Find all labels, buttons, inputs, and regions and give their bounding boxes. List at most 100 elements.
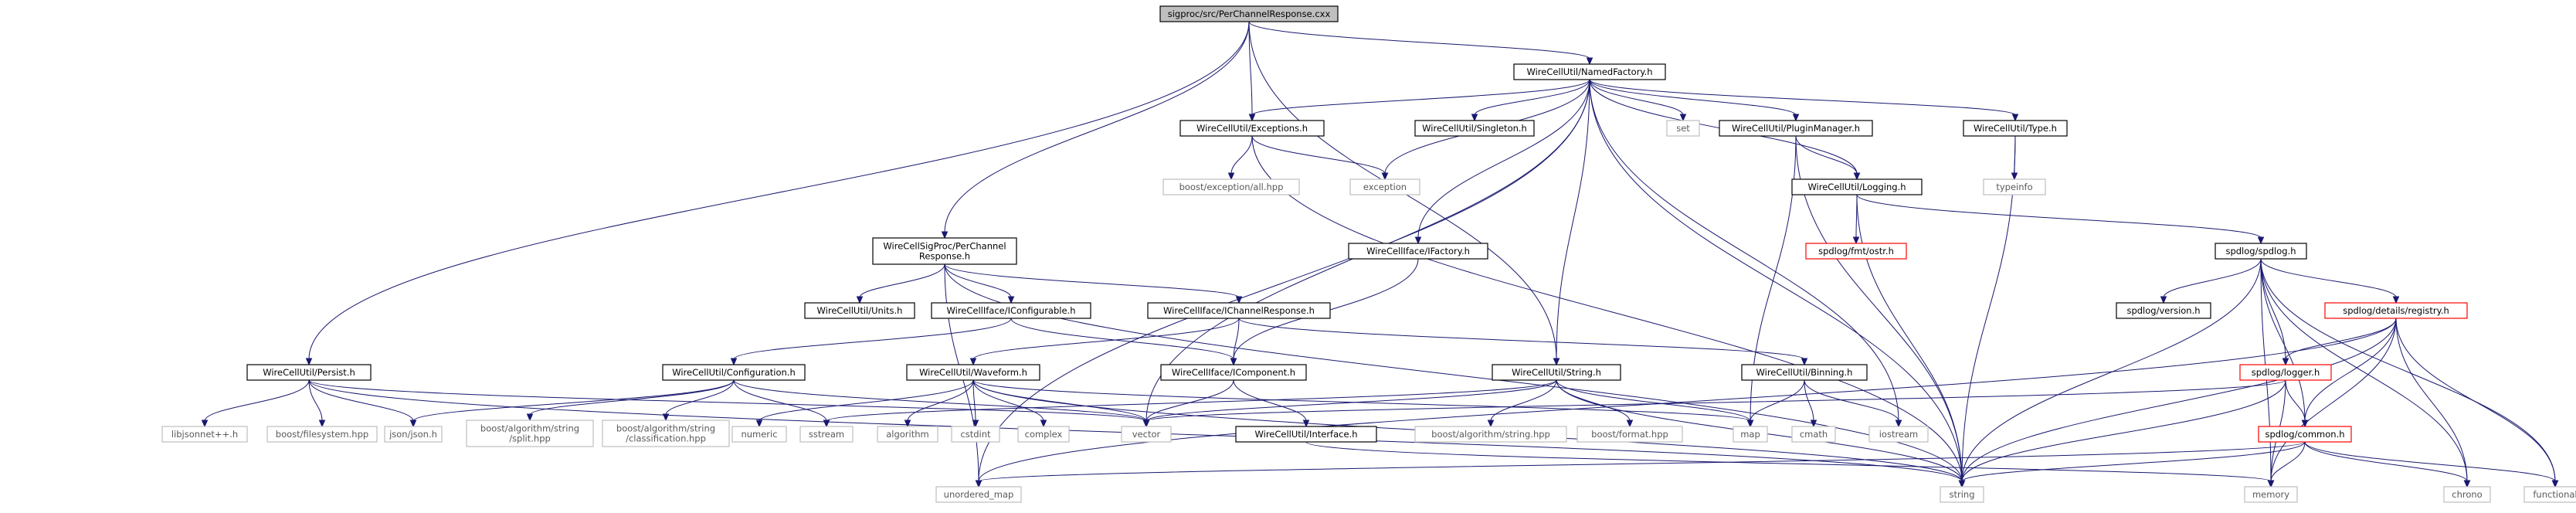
node-iostream[interactable]: iostream xyxy=(1868,426,1929,443)
node-ifactory[interactable]: WireCellIface/IFactory.h xyxy=(1348,243,1488,260)
node-label: WireCellIface/IFactory.h xyxy=(1366,246,1470,256)
node-memory[interactable]: memory xyxy=(2244,486,2298,503)
edge-namedfactory-to-exceptions xyxy=(1248,79,1590,122)
node-sstream[interactable]: sstream xyxy=(799,426,854,443)
node-boostclassification[interactable]: boost/algorithm/string/classification.hp… xyxy=(602,420,730,447)
node-iface[interactable]: WireCellUtil/Interface.h xyxy=(1235,426,1377,443)
node-fmtostr[interactable]: spdlog/fmt/ostr.h xyxy=(1805,243,1907,260)
node-box xyxy=(1791,426,1836,443)
node-label: boost/algorithm/string xyxy=(480,423,579,434)
node-string-h[interactable]: WireCellUtil/String.h xyxy=(1492,364,1621,381)
node-cmath[interactable]: cmath xyxy=(1791,426,1836,443)
edge-namedfactory-to-unordered_map xyxy=(975,79,1590,488)
node-label: libjsonnet++.h xyxy=(171,429,238,440)
node-label: iostream xyxy=(1879,429,1919,440)
edge-ichannelresponse-to-binning xyxy=(1238,318,1808,366)
node-spdlog[interactable]: spdlog/spdlog.h xyxy=(2215,243,2307,260)
edge-logging-to-string xyxy=(1856,194,1966,488)
edge-namedfactory-to-singleton xyxy=(1471,79,1590,122)
node-label: sstream xyxy=(809,429,844,440)
node-label: vector xyxy=(1132,429,1161,440)
node-label: Response.h xyxy=(919,251,970,262)
node-cstdint[interactable]: cstdint xyxy=(951,426,1000,443)
node-algorithm[interactable]: algorithm xyxy=(877,426,938,443)
node-units[interactable]: WireCellUtil/Units.h xyxy=(804,302,915,319)
edge-string_h-to-sstream xyxy=(823,379,1557,428)
edge-iconfigurable-to-icomponent xyxy=(1010,318,1237,366)
node-waveform[interactable]: WireCellUtil/Waveform.h xyxy=(906,364,1040,381)
node-label: functional xyxy=(2533,489,2576,500)
node-box xyxy=(1963,120,2068,137)
edge-spdlog-to-string xyxy=(1958,258,2262,488)
node-persist[interactable]: WireCellUtil/Persist.h xyxy=(246,364,372,381)
node-map[interactable]: map xyxy=(1733,426,1768,443)
node-common[interactable]: spdlog/common.h xyxy=(2258,426,2352,443)
edge-registry-to-logger xyxy=(2282,318,2397,366)
node-string[interactable]: string xyxy=(1940,486,1984,503)
node-label: /classification.hpp xyxy=(626,433,706,444)
node-label: boost/exception/all.hpp xyxy=(1179,182,1284,192)
node-label: WireCellUtil/Singleton.h xyxy=(1422,123,1527,134)
edge-registry-to-memory xyxy=(2267,318,2397,488)
edge-sigprocpcr-to-units xyxy=(856,263,945,304)
edge-ichannelresponse-to-waveform xyxy=(969,318,1240,366)
node-chrono[interactable]: chrono xyxy=(2443,486,2491,503)
node-box xyxy=(731,426,787,443)
node-registry[interactable]: spdlog/details/registry.h xyxy=(2324,302,2468,319)
node-label: WireCellIface/IConfigurable.h xyxy=(947,305,1076,316)
edge-root-to-persist xyxy=(305,21,1250,366)
node-exception[interactable]: exception xyxy=(1349,178,1420,195)
node-numeric[interactable]: numeric xyxy=(731,426,787,443)
node-jsonjson[interactable]: json/json.h xyxy=(384,426,443,443)
node-boostalgostring[interactable]: boost/algorithm/string.hpp xyxy=(1414,426,1567,443)
edge-persist-to-libjsonnet xyxy=(201,379,310,428)
node-box xyxy=(1179,120,1325,137)
node-label: set xyxy=(1676,123,1690,134)
edge-configuration-to-jsonjson xyxy=(409,379,735,428)
node-typeinfo[interactable]: typeinfo xyxy=(1983,178,2046,195)
node-boostformat[interactable]: boost/format.hpp xyxy=(1576,426,1683,443)
node-vector[interactable]: vector xyxy=(1121,426,1172,443)
node-complex[interactable]: complex xyxy=(1017,426,1070,443)
node-ichannelresponse[interactable]: WireCellIface/IChannelResponse.h xyxy=(1147,302,1331,319)
node-box xyxy=(1940,486,1984,503)
node-type[interactable]: WireCellUtil/Type.h xyxy=(1963,120,2068,137)
edge-common-to-functional xyxy=(2304,441,2559,488)
node-namedfactory[interactable]: WireCellUtil/NamedFactory.h xyxy=(1513,63,1666,80)
node-unordered-map[interactable]: unordered_map xyxy=(935,486,1022,503)
edge-common-to-memory xyxy=(2267,441,2306,488)
node-set[interactable]: set xyxy=(1666,120,1700,137)
node-libjsonnet[interactable]: libjsonnet++.h xyxy=(161,426,248,443)
node-logging[interactable]: WireCellUtil/Logging.h xyxy=(1791,178,1923,195)
node-version[interactable]: spdlog/version.h xyxy=(2116,302,2211,319)
edge-namedfactory-to-string_h xyxy=(1553,79,1590,366)
node-box xyxy=(1159,5,1339,22)
node-iconfigurable[interactable]: WireCellIface/IConfigurable.h xyxy=(931,302,1091,319)
node-sigprocpcr[interactable]: WireCellSigProc/PerChannelResponse.h xyxy=(872,237,1017,265)
node-box xyxy=(799,426,854,443)
edge-binning-to-iostream xyxy=(1804,379,1902,428)
edge-logger-to-vector xyxy=(1142,379,2286,428)
node-pluginmanager[interactable]: WireCellUtil/PluginManager.h xyxy=(1719,120,1873,137)
node-box xyxy=(602,420,730,447)
node-boostexception[interactable]: boost/exception/all.hpp xyxy=(1162,178,1300,195)
node-label: memory xyxy=(2252,489,2289,500)
node-box xyxy=(662,364,806,381)
node-binning[interactable]: WireCellUtil/Binning.h xyxy=(1741,364,1868,381)
node-box xyxy=(931,302,1091,319)
node-label: WireCellUtil/Logging.h xyxy=(1807,182,1906,192)
node-box xyxy=(1121,426,1172,443)
node-icomponent[interactable]: WireCellIface/IComponent.h xyxy=(1160,364,1307,381)
node-root[interactable]: sigproc/src/PerChannelResponse.cxx xyxy=(1159,5,1339,22)
node-exceptions[interactable]: WireCellUtil/Exceptions.h xyxy=(1179,120,1325,137)
edge-registry-to-functional xyxy=(2395,318,2559,488)
node-boostfilesystem[interactable]: boost/filesystem.hpp xyxy=(266,426,378,443)
node-label: WireCellUtil/Persist.h xyxy=(263,367,355,378)
node-logger[interactable]: spdlog/logger.h xyxy=(2239,364,2332,381)
node-boostsplit[interactable]: boost/algorithm/string/split.hpp xyxy=(466,420,594,447)
node-configuration[interactable]: WireCellUtil/Configuration.h xyxy=(662,364,806,381)
node-label: boost/algorithm/string xyxy=(616,423,715,434)
edge-string_h-to-boostalgostring xyxy=(1487,379,1557,428)
node-functional[interactable]: functional xyxy=(2523,486,2576,503)
node-singleton[interactable]: WireCellUtil/Singleton.h xyxy=(1414,120,1535,137)
